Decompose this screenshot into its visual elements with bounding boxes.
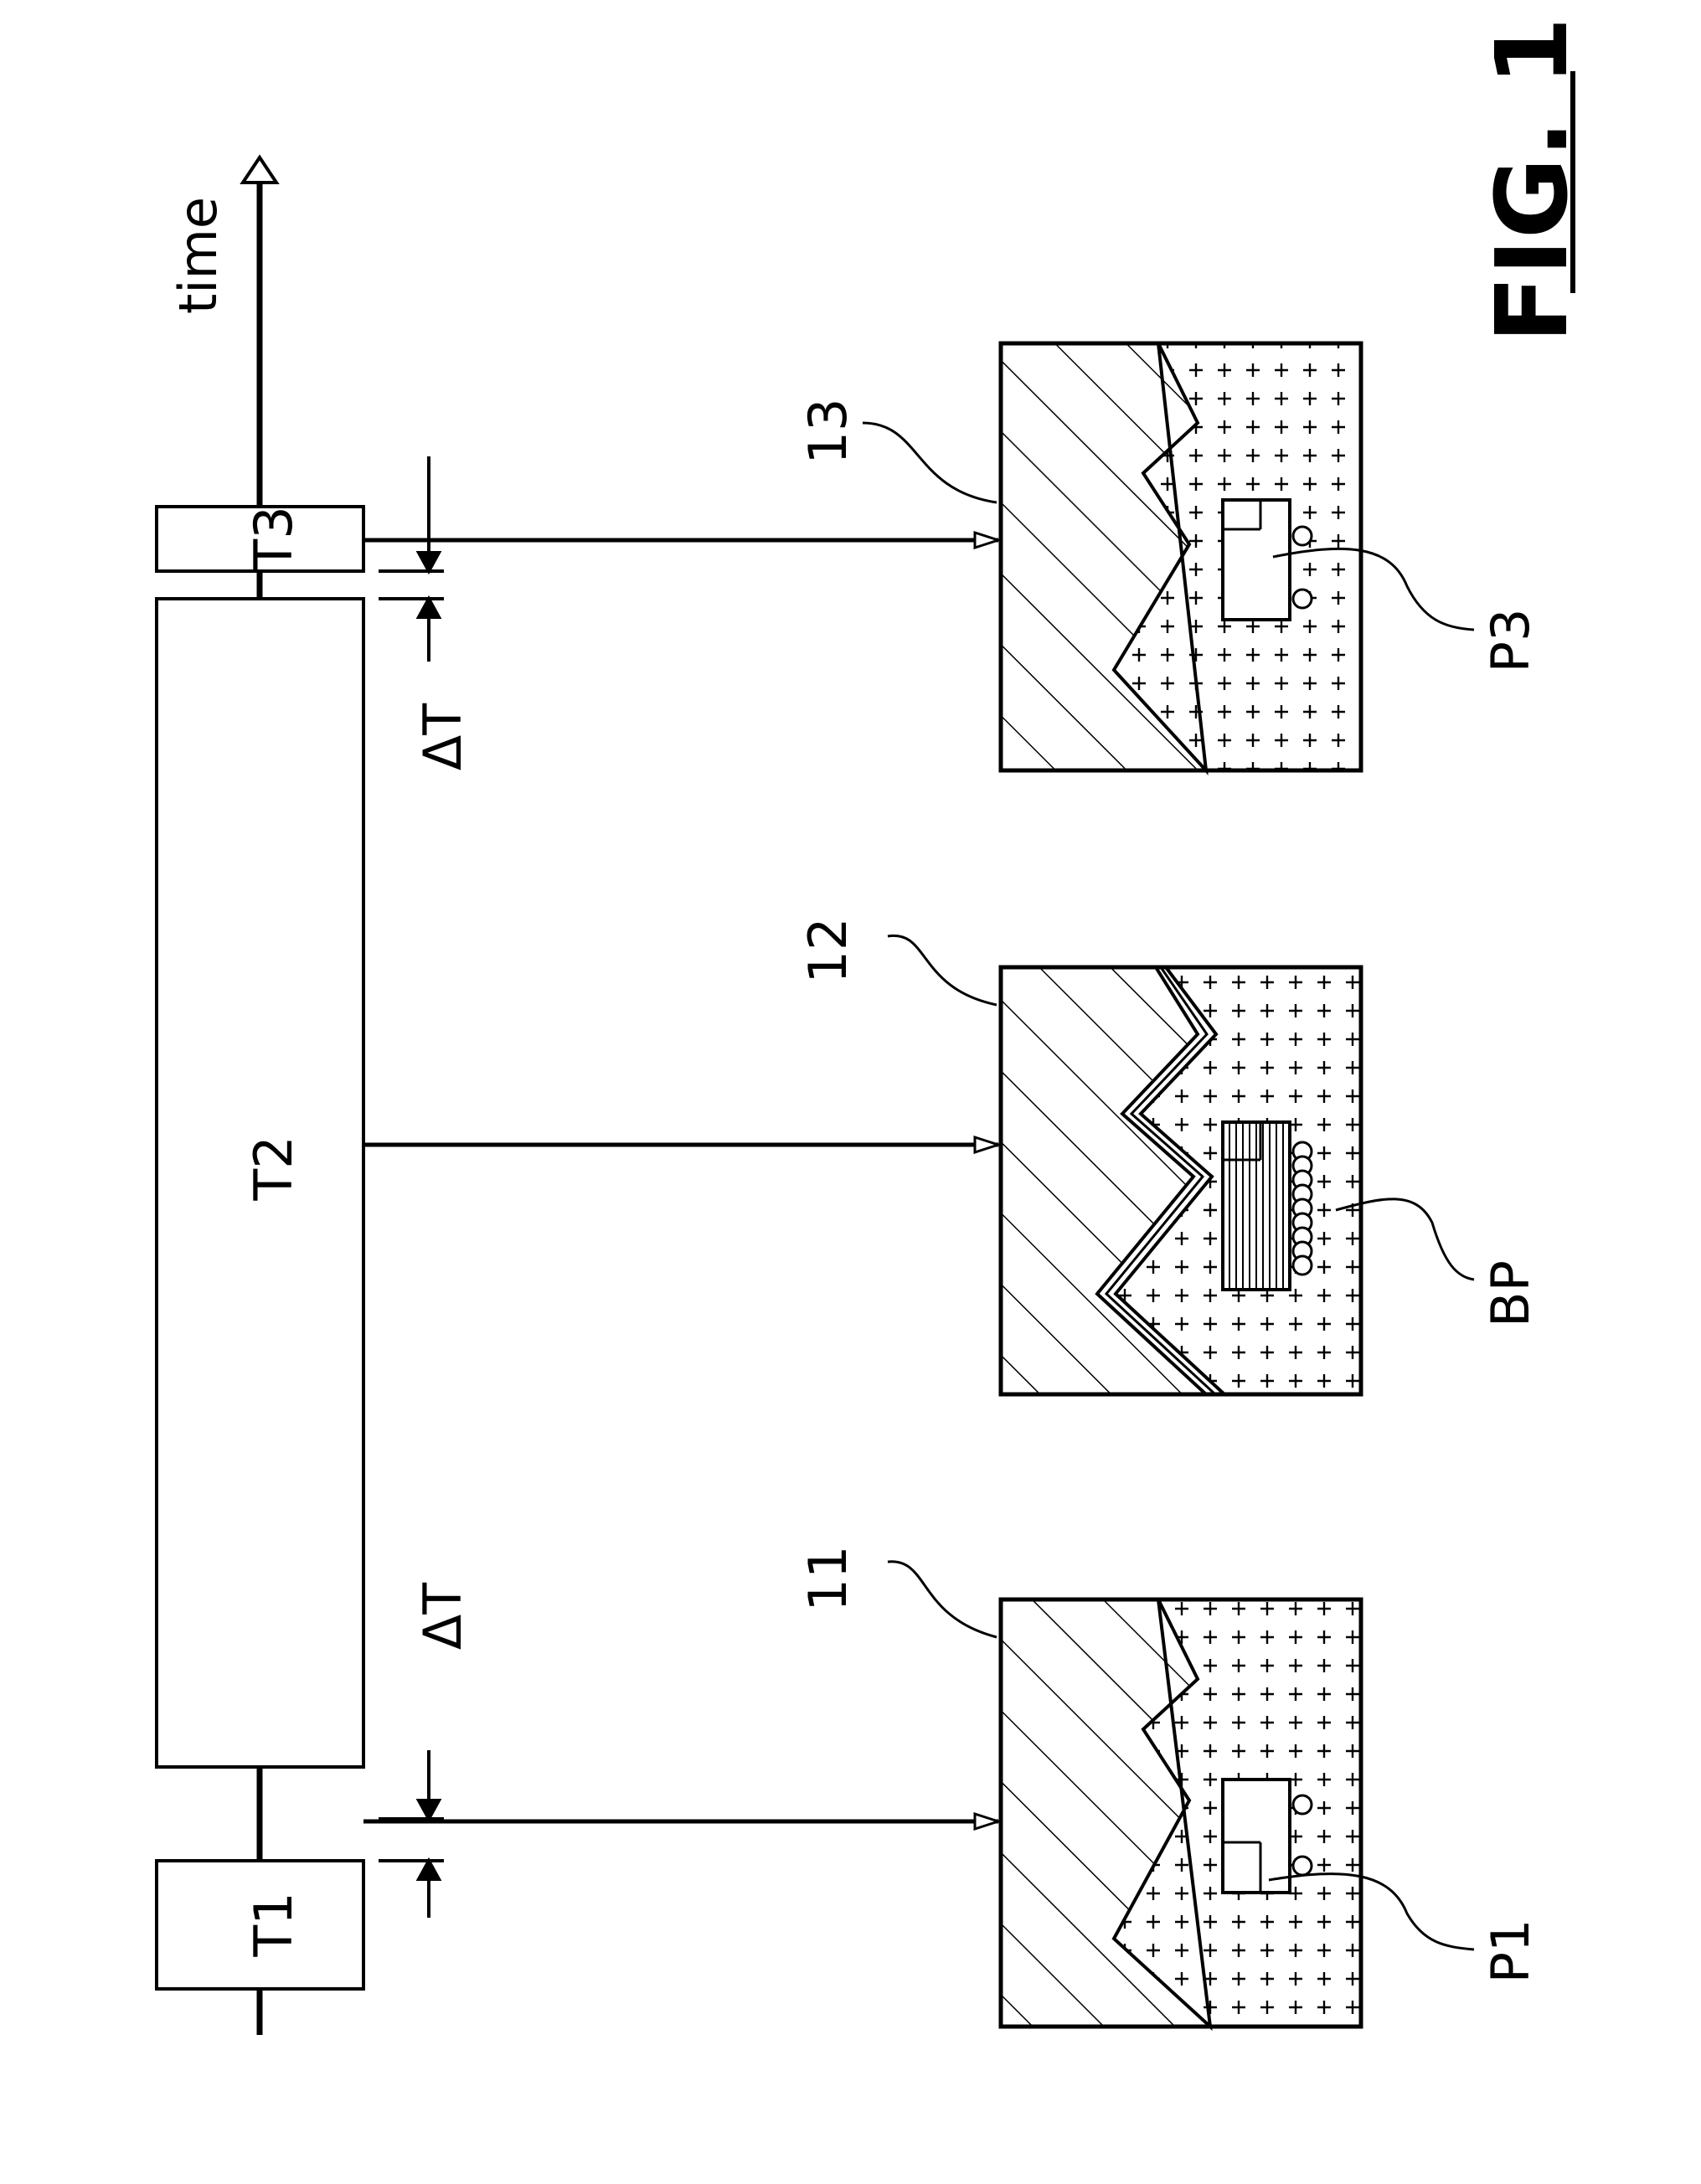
panel-11-ref: 11 bbox=[797, 1546, 858, 1612]
interval-t3: T3 bbox=[157, 506, 363, 571]
pattern-p1-label: P1 bbox=[1480, 1919, 1541, 1984]
interval-t3-label: T3 bbox=[243, 506, 304, 571]
pattern-bp-feature bbox=[1223, 1122, 1312, 1290]
panel-13-ref: 13 bbox=[797, 399, 858, 465]
interval-t1-label: T1 bbox=[243, 1892, 304, 1957]
delta-t-dimension-lower bbox=[379, 1750, 444, 1918]
interval-t2-label: T2 bbox=[243, 1136, 304, 1201]
pattern-p3-label: P3 bbox=[1480, 609, 1541, 673]
time-axis-label: time bbox=[168, 197, 229, 314]
delta-t-label-lower: ΔT bbox=[412, 1582, 473, 1650]
panel-13 bbox=[1001, 343, 1361, 770]
leader-12 bbox=[888, 935, 997, 1005]
leader-13 bbox=[863, 423, 997, 502]
pattern-bp-label: BP bbox=[1480, 1260, 1541, 1327]
interval-t2: T2 bbox=[157, 599, 363, 1767]
leader-11 bbox=[888, 1562, 997, 1637]
delta-t-dimension-upper bbox=[379, 456, 444, 662]
panel-12-ref: 12 bbox=[797, 918, 858, 984]
panel-12 bbox=[1001, 967, 1361, 1394]
interval-t1: T1 bbox=[157, 1861, 363, 1989]
time-axis-arrowhead bbox=[243, 157, 276, 183]
panel-11 bbox=[1001, 1599, 1361, 2027]
delta-t-label-upper: ΔT bbox=[412, 703, 473, 770]
